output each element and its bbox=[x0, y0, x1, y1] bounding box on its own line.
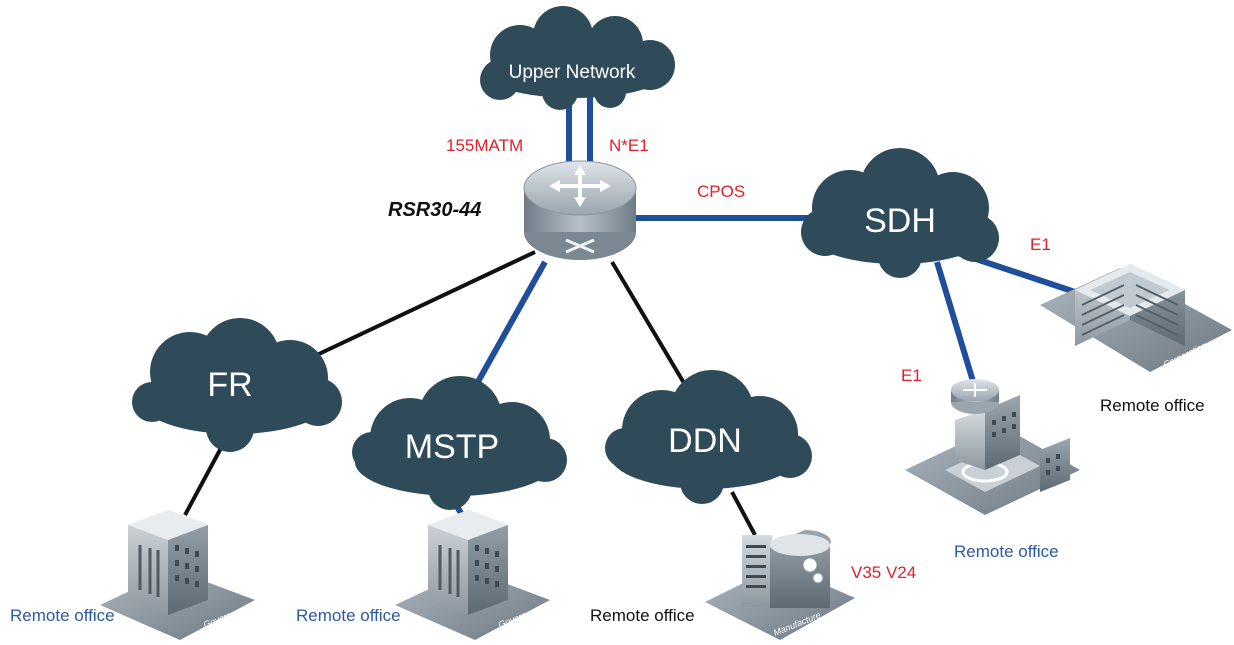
office-label-fr: Remote office bbox=[10, 606, 115, 625]
campus-building-icon bbox=[905, 379, 1080, 515]
link-router-fr bbox=[284, 250, 536, 372]
link-e1-campus bbox=[934, 261, 978, 389]
label-155matm: 155MATM bbox=[446, 136, 523, 155]
manufacture-building-icon: Manufacture bbox=[705, 530, 855, 640]
office-label-mstp: Remote office bbox=[296, 606, 401, 625]
cloud-label-sdh: SDH bbox=[864, 202, 936, 240]
cloud-fr: FR bbox=[132, 318, 342, 452]
label-e1-campus: E1 bbox=[901, 366, 922, 385]
link-ddn-office bbox=[730, 491, 757, 536]
cloud-sdh: SDH bbox=[801, 148, 999, 278]
office-label-ddn: Remote office bbox=[590, 606, 695, 625]
cloud-upper-network: Upper Network bbox=[480, 6, 675, 110]
label-v35-v24: V35 V24 bbox=[851, 563, 916, 582]
router-icon bbox=[523, 160, 637, 260]
router-name: RSR30-44 bbox=[388, 199, 481, 221]
cloud-label-upper: Upper Network bbox=[509, 62, 636, 83]
office-label-corporation: Remote office bbox=[1100, 396, 1205, 415]
label-e1-corporation: E1 bbox=[1030, 235, 1051, 254]
cloud-ddn: DDN bbox=[605, 370, 812, 504]
label-cpos: CPOS bbox=[697, 182, 745, 201]
label-ne1: N*E1 bbox=[609, 136, 649, 155]
office-label-campus: Remote office bbox=[954, 542, 1059, 561]
cloud-label-ddn: DDN bbox=[668, 422, 742, 460]
government-building-2-icon: Government bbox=[395, 510, 550, 640]
cloud-label-fr: FR bbox=[207, 366, 252, 404]
corporation-building-icon: Corporation bbox=[1040, 264, 1232, 372]
government-building-1-icon: Government bbox=[100, 510, 255, 640]
cloud-mstp: MSTP bbox=[352, 376, 567, 510]
cloud-label-mstp: MSTP bbox=[405, 428, 499, 466]
